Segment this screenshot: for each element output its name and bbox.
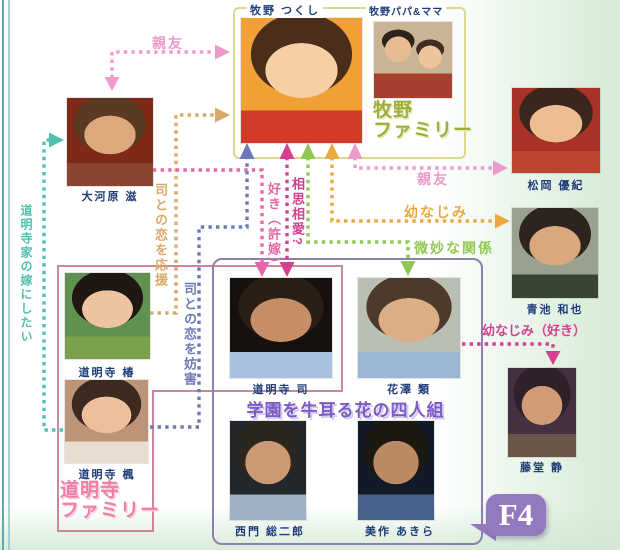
photo-domyoji-tsukasa bbox=[230, 278, 332, 378]
page-edge-line-dark bbox=[2, 0, 4, 550]
rel-label-soshisoai: 相思相愛? bbox=[290, 177, 305, 247]
photo-makino-parents bbox=[374, 22, 452, 98]
photo-nishikado-sojiro bbox=[230, 421, 306, 520]
label-aoike-kazuya: 青池 和也 bbox=[526, 304, 584, 316]
f4-badge: F4 bbox=[486, 494, 546, 536]
edge-yome-ni-shitai bbox=[42, 138, 66, 432]
edge-bimyou-na-kankei bbox=[306, 157, 410, 263]
page-edge-line-light bbox=[8, 0, 10, 550]
label-hanazawa-rui: 花澤 類 bbox=[386, 384, 432, 396]
rel-label-osananajimi-suki: 幼なじみ（好き） bbox=[482, 323, 587, 338]
arrow-yome-into-shigeru bbox=[49, 132, 64, 148]
arrow-osanasuki-into-shizuka bbox=[545, 351, 561, 365]
photo-mimasaka-akira bbox=[358, 421, 434, 520]
label-makino-parents: 牧野パパ&ママ bbox=[366, 3, 447, 18]
photo-matsuoka-yuki bbox=[512, 88, 600, 173]
photo-domyoji-kaede bbox=[65, 380, 148, 463]
rel-label-shinyu-right: 親友 bbox=[417, 171, 449, 187]
photo-domyoji-tsubaki bbox=[65, 273, 150, 359]
rel-label-suki-iinazuke: 好き（許嫁） bbox=[266, 182, 281, 272]
rel-label-osananajimi: 幼なじみ bbox=[404, 204, 468, 220]
photo-todo-shizuka bbox=[508, 368, 576, 457]
label-domyoji-tsukasa: 道明寺 司 bbox=[252, 384, 310, 396]
photo-okawahara-shigeru bbox=[67, 98, 153, 186]
domyoji-family-title: 道明寺 ファミリー bbox=[60, 480, 161, 522]
domyoji-family-title-line1: 道明寺 bbox=[60, 480, 121, 501]
label-mimasaka-akira: 美作 あきら bbox=[364, 526, 436, 538]
arrow-shinyu-into-yuki bbox=[493, 160, 508, 176]
rel-label-yome-ni-shitai: 道明寺家の嫁にしたい bbox=[19, 204, 33, 344]
makino-family-title-line1: 牧野 bbox=[373, 100, 414, 121]
rel-label-koi-wo-ouen: 司との恋を応援 bbox=[153, 183, 168, 288]
domyoji-family-title-line2: ファミリー bbox=[60, 500, 161, 522]
label-nishikado-sojiro: 西門 総二郎 bbox=[234, 526, 306, 538]
label-domyoji-tsubaki: 道明寺 椿 bbox=[78, 367, 136, 379]
edge-shinyu-left bbox=[110, 50, 226, 79]
makino-family-title-line2: ファミリー bbox=[373, 120, 474, 142]
rel-label-bimyou-na-kankei: 微妙な関係 bbox=[414, 240, 494, 256]
label-okawahara-shigeru: 大河原 滋 bbox=[81, 191, 139, 203]
f4-group-caption: 学園を牛耳る花の四人組 bbox=[246, 401, 445, 420]
label-matsuoka-yuki: 松岡 優紀 bbox=[527, 180, 585, 192]
rel-label-koi-wo-bogai: 司との恋を妨害 bbox=[182, 282, 197, 387]
rel-label-shinyu-left: 親友 bbox=[152, 35, 184, 51]
arrow-ouen-into-makino bbox=[215, 107, 230, 123]
photo-makino-tsukushi bbox=[241, 18, 362, 143]
arrow-shinyu-into-makino bbox=[215, 44, 230, 60]
label-todo-shizuka: 藤堂 静 bbox=[519, 462, 565, 474]
label-makino-tsukushi: 牧野 つくし bbox=[247, 2, 324, 18]
arrow-shinyu-into-shigeru bbox=[104, 77, 120, 91]
makino-family-title: 牧野 ファミリー bbox=[373, 100, 474, 142]
photo-hanazawa-rui bbox=[358, 278, 460, 378]
arrow-osananajimi-into-kazuya bbox=[495, 213, 510, 229]
photo-aoike-kazuya bbox=[512, 208, 598, 298]
